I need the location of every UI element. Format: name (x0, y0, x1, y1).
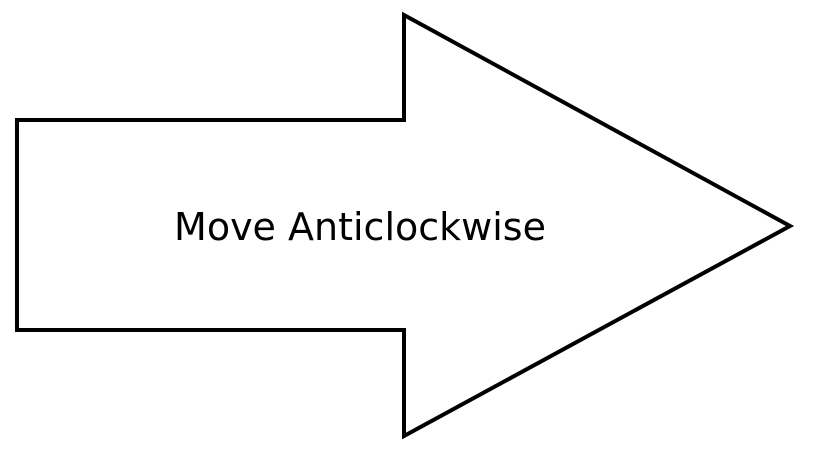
arrow-label: Move Anticlockwise (174, 205, 546, 249)
right-arrow-shape (15, 11, 795, 440)
